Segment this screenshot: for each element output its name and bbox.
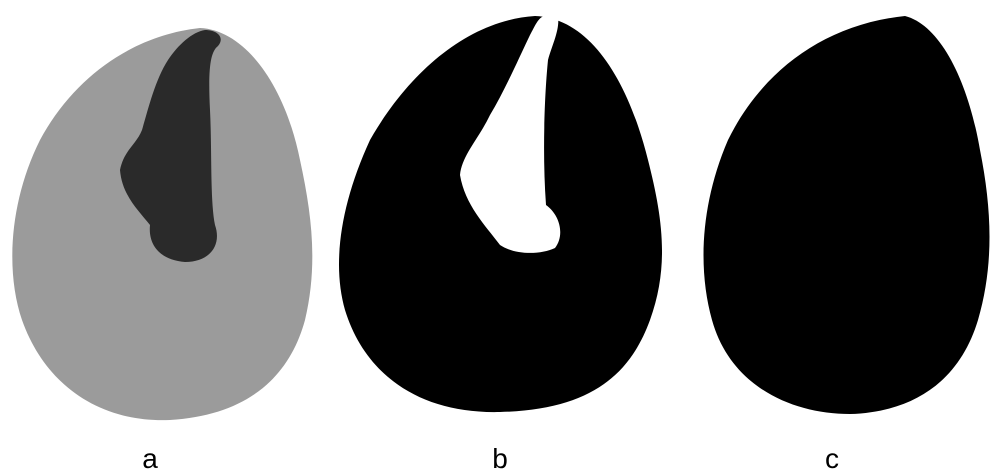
panel-a-label: a xyxy=(130,445,170,473)
panel-c-mask-region xyxy=(704,16,990,414)
panel-b-label: b xyxy=(480,445,520,473)
panel-c xyxy=(704,16,990,414)
panel-b xyxy=(339,16,662,412)
panel-c-label: c xyxy=(812,445,852,473)
panel-a xyxy=(12,28,312,420)
